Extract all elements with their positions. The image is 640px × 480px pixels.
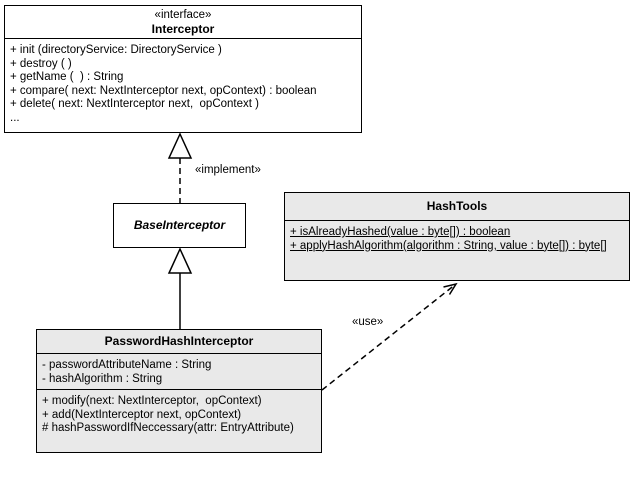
realization-arrow-baseinterceptor-to-interceptor [167, 132, 193, 203]
class-box-baseinterceptor: BaseInterceptor [113, 203, 246, 248]
method-row: + modify(next: NextInterceptor, opContex… [42, 395, 262, 407]
class-header-passwordhashinterceptor: PasswordHashInterceptor [37, 330, 321, 354]
methods-compartment-interceptor: + init (directoryService: DirectoryServi… [5, 39, 361, 128]
attribute-row: - hashAlgorithm : String [42, 372, 163, 385]
class-name-passwordhashinterceptor: PasswordHashInterceptor [104, 334, 254, 348]
class-box-interceptor: «interface» Interceptor + init (director… [4, 5, 362, 133]
class-header-hashtools: HashTools [285, 193, 629, 221]
methods-compartment-passwordhashinterceptor: + modify(next: NextInterceptor, opContex… [37, 390, 321, 452]
method-row: + getName ( ) : String [10, 71, 124, 84]
method-row: + compare( next: NextInterceptor next, o… [10, 84, 317, 97]
class-name-hashtools: HashTools [426, 199, 488, 213]
implement-edge-label: «implement» [194, 164, 262, 177]
method-row: + isAlreadyHashed(value : byte[]) : bool… [290, 226, 511, 238]
use-edge-label: «use» [351, 316, 385, 329]
attributes-compartment-passwordhashinterceptor: - passwordAttributeName : String - hashA… [37, 354, 321, 390]
method-row-ellipsis: ... [10, 111, 20, 124]
class-box-passwordhashinterceptor: PasswordHashInterceptor - passwordAttrib… [36, 329, 322, 453]
class-header-interceptor: «interface» Interceptor [5, 6, 361, 39]
dependency-arrow-passwordhashinterceptor-to-hashtools [321, 282, 458, 391]
method-row: + delete( next: NextInterceptor next, op… [10, 98, 259, 111]
attribute-row: - passwordAttributeName : String [42, 359, 212, 371]
class-name-baseinterceptor: BaseInterceptor [133, 218, 226, 232]
stereotype-label: «interface» [154, 8, 212, 21]
method-row: + add(NextInterceptor next, opContext) [42, 408, 242, 421]
class-name-interceptor: Interceptor [151, 21, 215, 36]
method-row: # hashPasswordIfNeccessary(attr: EntryAt… [42, 422, 294, 435]
generalization-arrow-passwordhashinterceptor-to-baseinterceptor [167, 247, 193, 329]
method-row: + init (directoryService: DirectoryServi… [10, 44, 222, 56]
method-row: + applyHashAlgorithm(algorithm : String,… [290, 239, 607, 252]
method-row: + destroy ( ) [10, 57, 72, 70]
methods-compartment-hashtools: + isAlreadyHashed(value : byte[]) : bool… [285, 221, 629, 255]
class-box-hashtools: HashTools + isAlreadyHashed(value : byte… [284, 192, 630, 281]
